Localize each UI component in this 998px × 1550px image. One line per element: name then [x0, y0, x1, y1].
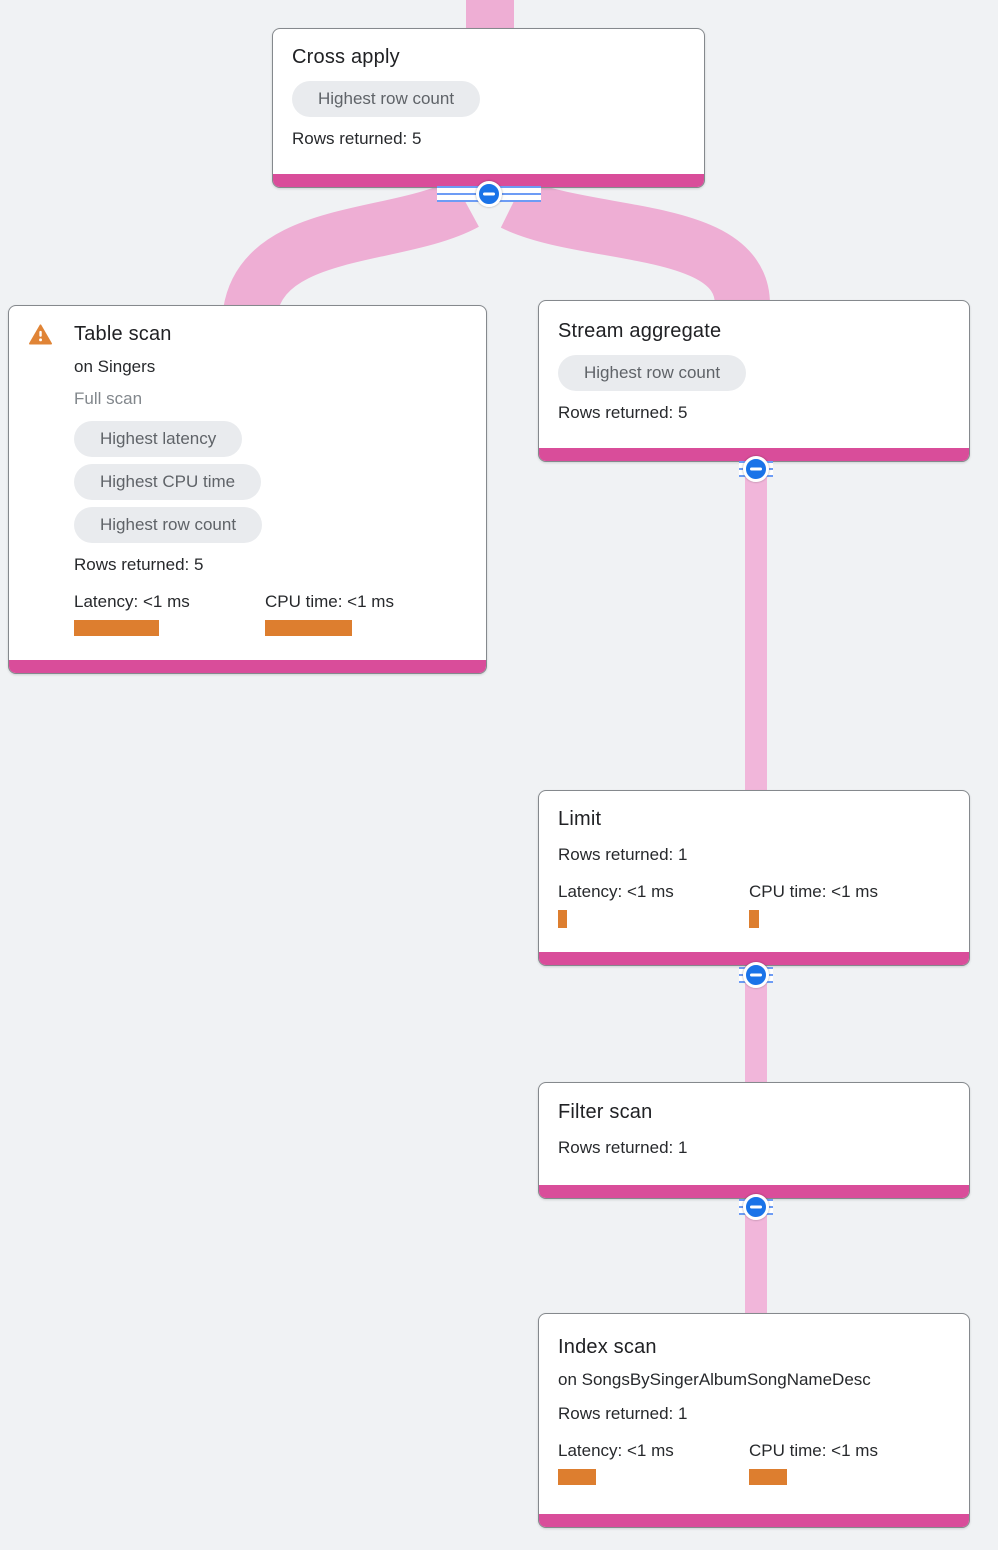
node-subtitle: on Singers	[74, 357, 156, 376]
node-title: Filter scan	[558, 1101, 653, 1123]
node-title: Index scan	[558, 1336, 657, 1358]
latency-bar	[558, 1469, 596, 1485]
cpu-time-bar	[265, 620, 352, 636]
rows-returned: Rows returned: 1	[558, 1138, 688, 1157]
latency-bar	[74, 620, 159, 636]
rows-returned: Rows returned: 5	[74, 555, 204, 574]
plan-node-stream-aggregate[interactable]: Stream aggregate Highest row count Rows …	[538, 300, 970, 462]
cpu-time-bar	[749, 1469, 787, 1485]
latency-metric: Latency: <1 ms	[558, 1439, 749, 1485]
cpu-time-metric: CPU time: <1 ms	[749, 1439, 940, 1485]
node-accent-bar	[9, 660, 486, 673]
node-accent-bar	[539, 952, 969, 965]
badge-highest-row-count: Highest row count	[558, 355, 747, 391]
plan-node-cross-apply[interactable]: Cross apply Highest row count Rows retur…	[272, 28, 705, 188]
edge-filter-scan-to-index-scan	[745, 1190, 767, 1320]
node-accent-bar	[539, 448, 969, 461]
rows-returned: Rows returned: 1	[558, 1404, 688, 1423]
minus-icon-collapse-limit-children[interactable]	[743, 962, 769, 988]
node-title: Limit	[558, 808, 602, 830]
rows-returned: Rows returned: 5	[292, 129, 422, 148]
node-title: Cross apply	[292, 46, 400, 68]
edge-stream-aggregate-to-limit	[745, 455, 767, 795]
node-title: Table scan	[74, 323, 172, 345]
node-note: Full scan	[74, 389, 143, 408]
rows-returned: Rows returned: 1	[558, 845, 688, 864]
latency-metric: Latency: <1 ms	[558, 880, 749, 928]
minus-icon-collapse-cross-apply-children[interactable]	[476, 181, 502, 207]
plan-node-limit[interactable]: Limit Rows returned: 1 Latency: <1 ms CP…	[538, 790, 970, 966]
latency-metric: Latency: <1 ms	[74, 590, 265, 636]
badge-highest-cpu-time: Highest CPU time	[74, 464, 262, 500]
node-accent-bar	[539, 1185, 969, 1198]
node-subtitle: on SongsBySingerAlbumSongNameDesc	[558, 1370, 871, 1389]
plan-node-filter-scan[interactable]: Filter scan Rows returned: 1	[538, 1082, 970, 1199]
edge-cross-apply-to-stream-aggregate	[500, 177, 770, 315]
warning-icon	[29, 323, 52, 345]
plan-node-table-scan[interactable]: Table scan on Singers Full scan Highest …	[8, 305, 487, 674]
node-title: Stream aggregate	[558, 320, 722, 342]
node-accent-bar	[539, 1514, 969, 1527]
cpu-time-metric: CPU time: <1 ms	[265, 590, 456, 636]
minus-icon-collapse-stream-aggregate-children[interactable]	[743, 456, 769, 482]
latency-bar	[558, 910, 567, 928]
plan-node-index-scan[interactable]: Index scan on SongsBySingerAlbumSongName…	[538, 1313, 970, 1528]
badge-highest-latency: Highest latency	[74, 421, 243, 457]
edge-cross-apply-to-table-scan	[223, 178, 479, 319]
edge-into-cross-apply	[466, 0, 514, 32]
minus-icon-collapse-filter-scan-children[interactable]	[743, 1194, 769, 1220]
badge-highest-row-count: Highest row count	[292, 81, 481, 117]
rows-returned: Rows returned: 5	[558, 403, 688, 422]
edge-limit-to-filter-scan	[745, 958, 767, 1088]
cpu-time-bar	[749, 910, 759, 928]
badge-highest-row-count: Highest row count	[74, 507, 263, 543]
cpu-time-metric: CPU time: <1 ms	[749, 880, 940, 928]
